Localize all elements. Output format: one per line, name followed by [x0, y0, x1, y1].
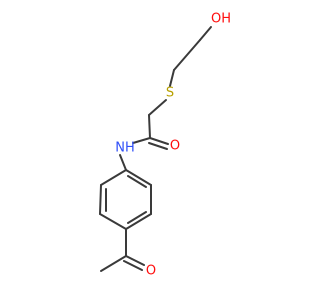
bond-c4-o-amide-2 — [148, 142, 168, 150]
atom-label-amide-oxygen: O — [170, 139, 180, 154]
atom-label-sulfur: S — [166, 86, 174, 101]
atom-label-ketone-oxygen: O — [146, 264, 156, 279]
bond-ring-inner-2 — [127, 211, 147, 224]
bond-layer — [99, 26, 212, 272]
bond-ketone-2 — [123, 260, 143, 271]
bond-ring-2 — [99, 184, 102, 215]
bond-ring-inner-3 — [127, 175, 147, 188]
bond-ring-1 — [100, 169, 127, 186]
atom-label-oh: OH — [211, 12, 231, 27]
bond-c4-o-amide-1 — [149, 137, 169, 145]
bond-acetyl-methyl — [100, 255, 127, 272]
bond-ring-6 — [125, 169, 152, 186]
molecule-structure-diagram: OH S O NH O — [99, 12, 231, 279]
bond-o-c1 — [199, 26, 212, 41]
atom-label-layer: OH S O NH O — [115, 12, 231, 279]
bond-ring-3 — [99, 213, 127, 230]
bond-c1-c2 — [173, 39, 201, 71]
atom-label-nitrogen: NH — [115, 141, 135, 156]
bond-c2-s — [169, 69, 175, 87]
bond-c4-n — [132, 137, 151, 144]
bond-s-c3 — [148, 99, 167, 116]
bond-ketone-1 — [125, 255, 145, 266]
bond-c3-c4 — [148, 114, 151, 139]
bond-n-ring — [119, 154, 127, 171]
bond-ring-4 — [125, 213, 152, 230]
